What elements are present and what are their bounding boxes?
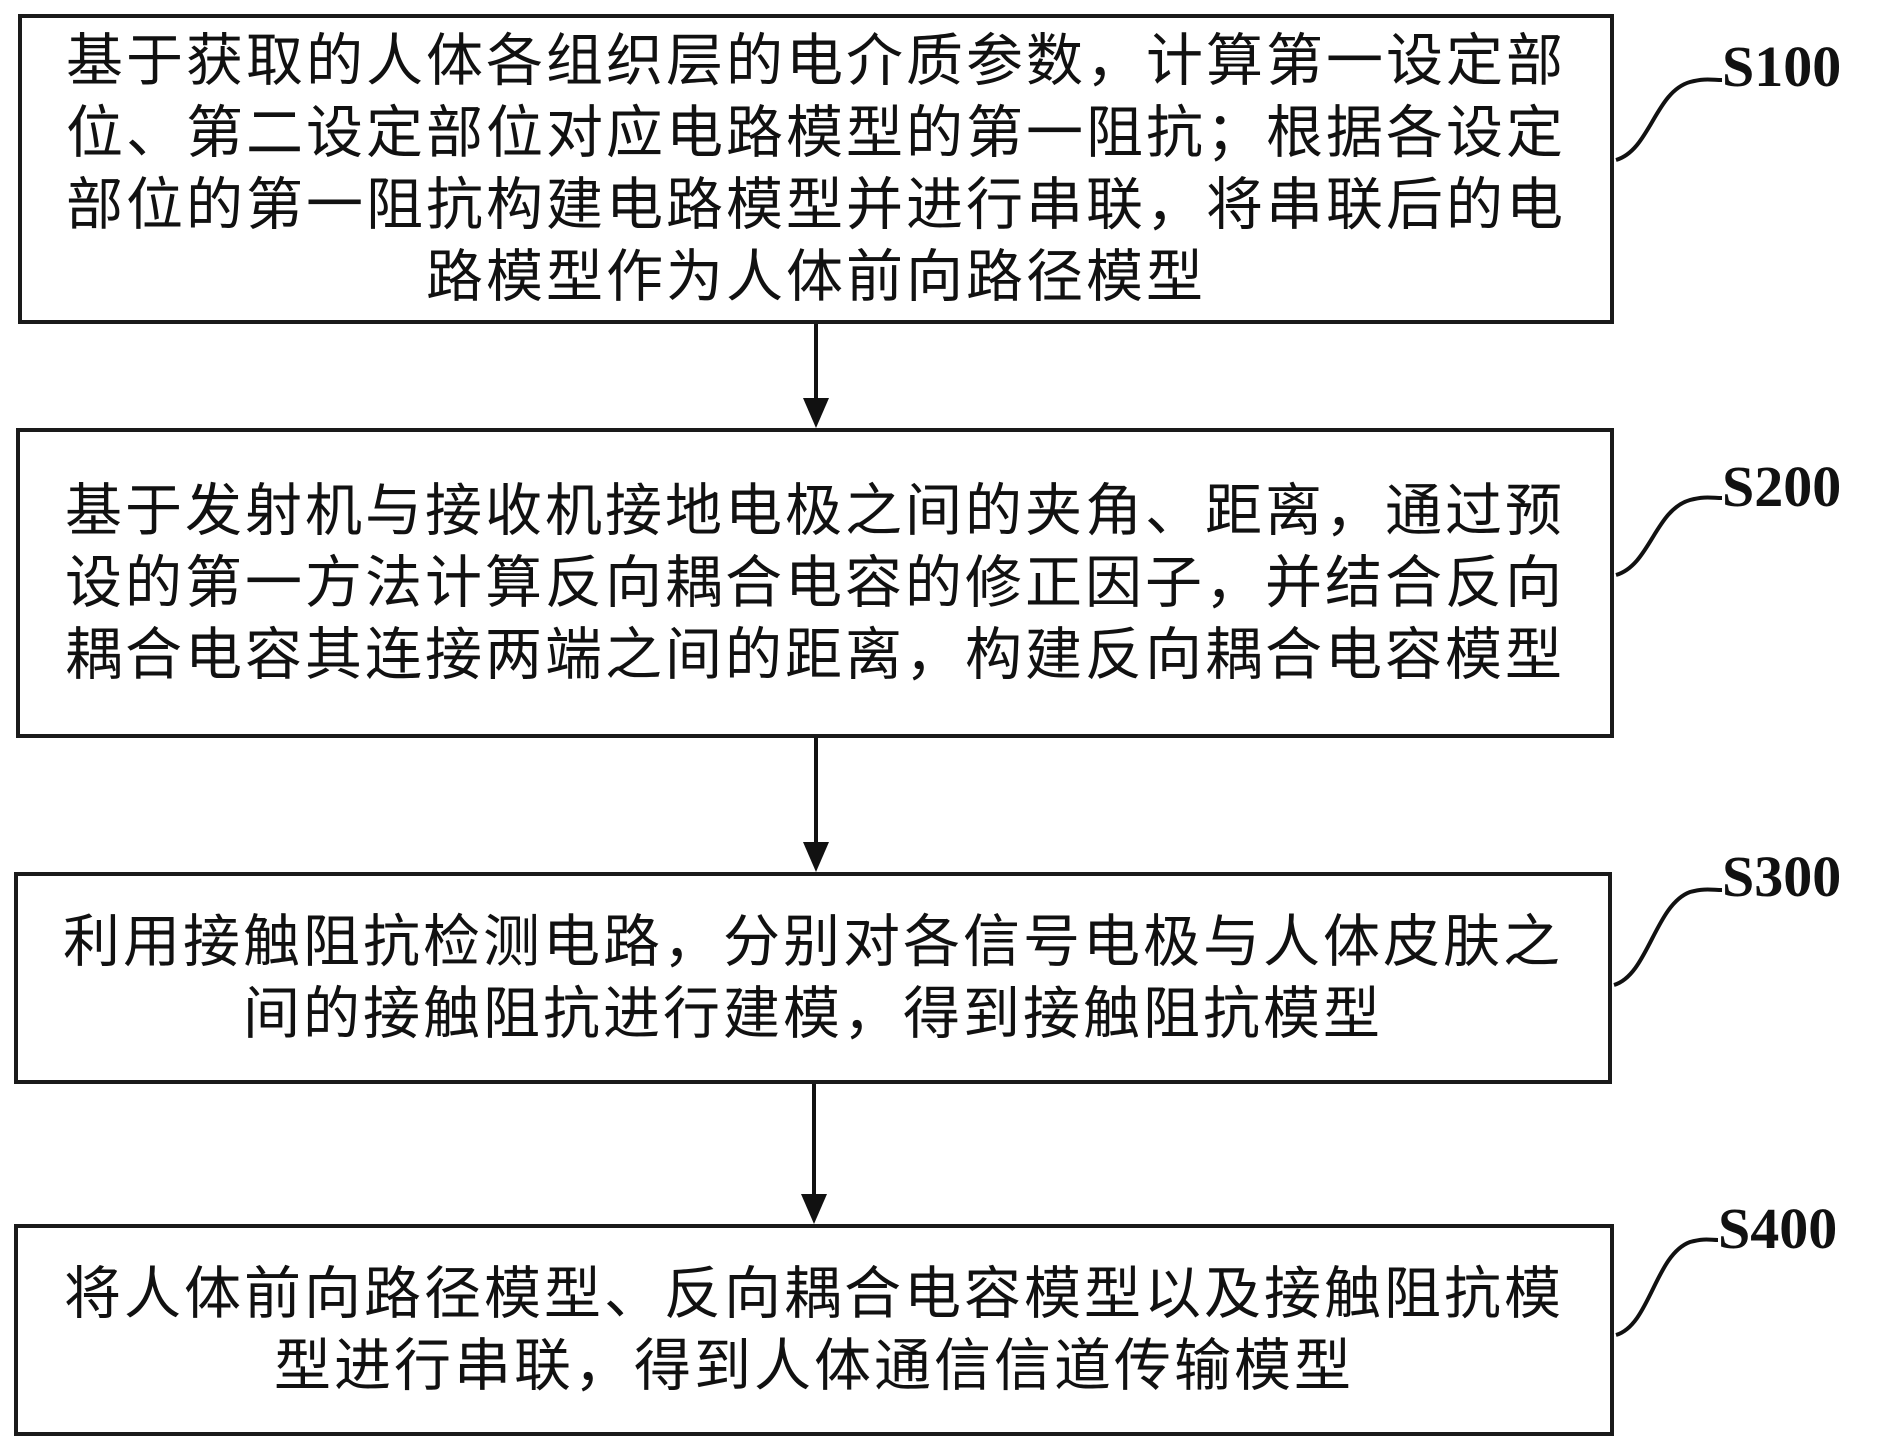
step-text-s400: 将人体前向路径模型、反向耦合电容模型以及接触阻抗模型进行串联，得到人体通信信道传…	[64, 1261, 1564, 1399]
step-text-s100: 基于获取的人体各组织层的电介质参数，计算第一设定部位、第二设定部位对应电路模型的…	[66, 28, 1566, 310]
flow-arrow-s200-s300	[803, 738, 829, 872]
step-label-s200: S200	[1722, 454, 1842, 519]
step-text-s200: 基于发射机与接收机接地电极之间的夹角、距离，通过预设的第一方法计算反向耦合电容的…	[65, 478, 1565, 688]
step-label-s400: S400	[1718, 1196, 1838, 1261]
leader-line-s100	[1615, 77, 1723, 162]
step-label-s300: S300	[1722, 844, 1842, 909]
flow-arrow-s300-s400	[801, 1084, 827, 1224]
flow-arrow-s100-s200	[803, 324, 829, 428]
step-box-s400: 将人体前向路径模型、反向耦合电容模型以及接触阻抗模型进行串联，得到人体通信信道传…	[14, 1224, 1614, 1436]
step-box-s100: 基于获取的人体各组织层的电介质参数，计算第一设定部位、第二设定部位对应电路模型的…	[18, 14, 1614, 324]
step-box-s200: 基于发射机与接收机接地电极之间的夹角、距离，通过预设的第一方法计算反向耦合电容的…	[16, 428, 1614, 738]
leader-line-s200	[1615, 495, 1723, 577]
step-box-s300: 利用接触阻抗检测电路，分别对各信号电极与人体皮肤之间的接触阻抗进行建模，得到接触…	[14, 872, 1612, 1084]
leader-line-s300	[1613, 887, 1723, 987]
step-label-s100: S100	[1722, 34, 1842, 99]
leader-line-s400	[1615, 1237, 1719, 1337]
step-text-s300: 利用接触阻抗检测电路，分别对各信号电极与人体皮肤之间的接触阻抗进行建模，得到接触…	[63, 909, 1563, 1047]
